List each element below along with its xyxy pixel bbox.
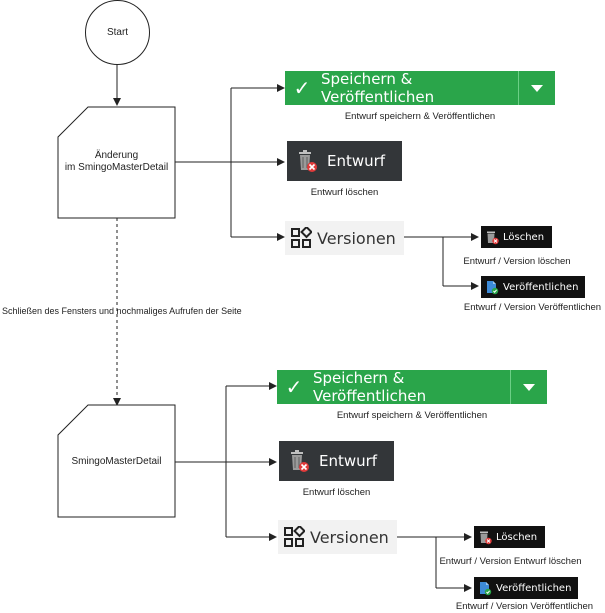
bottom-save-publish-button[interactable]: ✓ Speichern & Veröffentlichen — [277, 369, 547, 405]
top-save-publish-label: Speichern & Veröffentlichen — [321, 70, 435, 106]
bottom-publish-button[interactable]: Veröffentlichen — [474, 577, 578, 599]
top-versions-button[interactable]: Versionen — [285, 221, 404, 255]
bottom-publish-label: Veröffentlichen — [496, 582, 572, 594]
top-save-publish-button[interactable]: ✓ Speichern & Veröffentlichen — [285, 70, 555, 106]
master-detail-label: SmingoMasterDetail — [71, 456, 162, 467]
document-publish-icon — [474, 581, 496, 596]
bottom-delete-caption: Entwurf / Version Entwurf löschen — [439, 556, 582, 567]
bottom-draft-button[interactable]: Entwurf — [279, 441, 394, 481]
chevron-down-icon[interactable] — [510, 370, 547, 404]
change-node: Änderung im SmingoMasterDetail — [58, 140, 175, 184]
trash-icon — [481, 230, 503, 245]
top-draft-label: Entwurf — [327, 152, 386, 170]
trash-icon — [474, 530, 496, 545]
top-versions-label: Versionen — [317, 228, 396, 248]
bottom-save-publish-label: Speichern & Veröffentlichen — [313, 369, 427, 405]
trash-icon — [287, 149, 327, 173]
change-line2: im SmingoMasterDetail — [64, 162, 169, 173]
bottom-publish-caption: Entwurf / Version Veröffentlichen — [455, 601, 594, 612]
bottom-save-publish-caption: Entwurf speichern & Veröffentlichen — [336, 410, 488, 421]
top-draft-button[interactable]: Entwurf — [287, 141, 402, 181]
top-publish-label: Veröffentlichen — [503, 281, 579, 293]
bottom-versions-button[interactable]: Versionen — [278, 520, 397, 554]
top-publish-button[interactable]: Veröffentlichen — [481, 276, 585, 298]
master-detail-card-shape — [57, 404, 176, 518]
top-delete-button[interactable]: Löschen — [481, 226, 552, 248]
top-draft-caption: Entwurf löschen — [310, 187, 379, 198]
bottom-delete-label: Löschen — [496, 531, 538, 543]
bottom-delete-button[interactable]: Löschen — [474, 526, 545, 548]
versions-grid-icon — [278, 526, 310, 548]
top-delete-label: Löschen — [503, 231, 545, 243]
change-line1: Änderung — [94, 150, 139, 161]
bottom-draft-label: Entwurf — [319, 452, 378, 470]
chevron-down-icon[interactable] — [518, 71, 555, 105]
change-card-shape — [57, 106, 176, 219]
start-label: Start — [106, 27, 129, 38]
bottom-draft-caption: Entwurf löschen — [302, 487, 371, 498]
top-publish-caption: Entwurf / Version Veröffentlichen — [463, 302, 602, 313]
top-save-publish-caption: Entwurf speichern & Veröffentlichen — [344, 111, 496, 122]
trash-icon — [279, 449, 319, 473]
document-publish-icon — [481, 280, 503, 295]
top-delete-caption: Entwurf / Version löschen — [463, 256, 571, 267]
check-icon: ✓ — [285, 375, 303, 399]
start-node: Start — [85, 0, 150, 65]
bottom-versions-label: Versionen — [310, 527, 389, 547]
check-icon: ✓ — [293, 76, 311, 100]
master-detail-node: SmingoMasterDetail — [58, 450, 175, 474]
versions-grid-icon — [285, 227, 317, 249]
transition-label: Schließen des Fensters und nochmaliges A… — [2, 306, 242, 316]
